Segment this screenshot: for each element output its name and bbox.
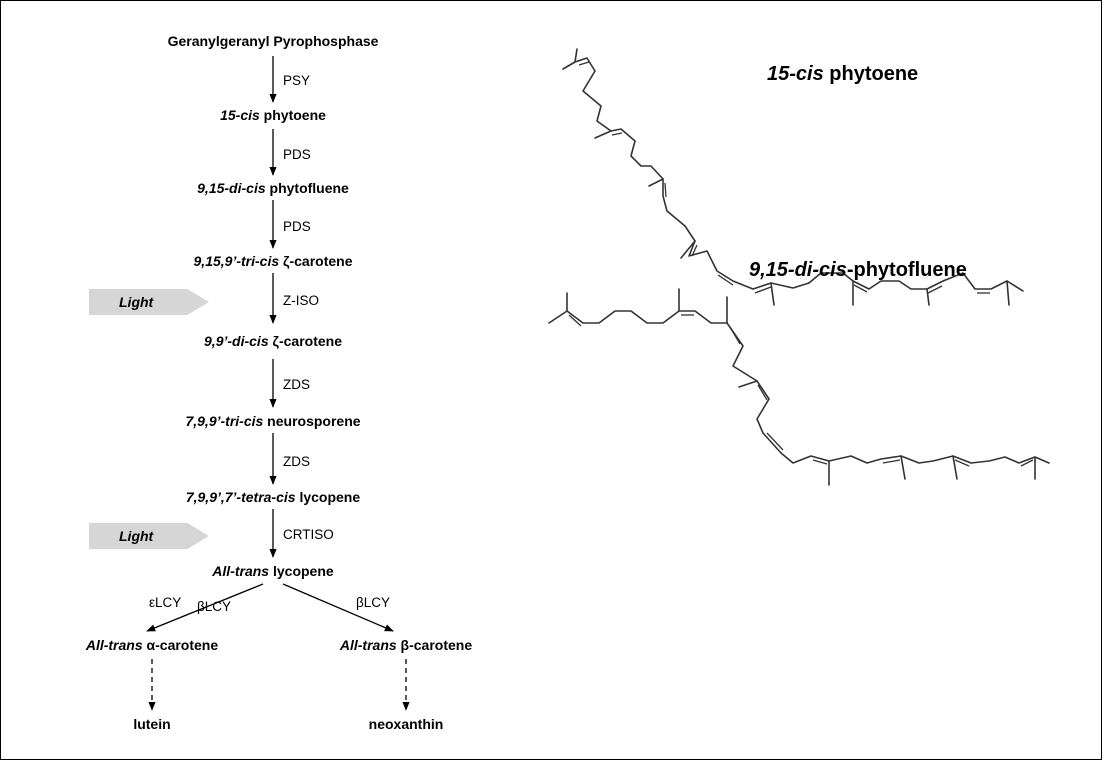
arrow-to-alpha: [146, 583, 264, 632]
phytoene-structure-title: 15-cis phytoene: [767, 63, 919, 85]
phytofluene-structure-title: 9,15-di-cis-phytofluene: [749, 259, 967, 281]
enzyme-beta-lcy-left: βLCY: [197, 599, 232, 614]
compound-all-trans-beta-carotene: All-trans β-carotene: [339, 637, 473, 653]
compound-15-cis-phytoene: 15-cis phytoene: [220, 107, 326, 123]
enzyme-z-iso: Z-ISO: [283, 293, 319, 308]
light-arrow: Light: [89, 289, 209, 315]
light-arrow: Light: [89, 523, 209, 549]
compound-all-trans-lycopene: All-trans lycopene: [212, 563, 334, 579]
compound-all-trans-alpha-carotene: All-trans α-carotene: [85, 637, 219, 653]
enzyme-epsilon-lcy: εLCY: [149, 595, 182, 610]
enzyme-beta-lcy-right: βLCY: [356, 595, 391, 610]
compound-lutein: lutein: [133, 716, 171, 732]
compound-neoxanthin: neoxanthin: [368, 716, 444, 732]
enzyme-crtiso: CRTISO: [283, 527, 334, 542]
compound-tetra-cis-lycopene: 7,9,9’,7’-tetra-cis lycopene: [185, 489, 361, 505]
enzyme-psy: PSY: [283, 73, 311, 88]
compound-9-9-di-cis-zeta-carotene: 9,9’-di-cis ζ-carotene: [204, 333, 342, 349]
compound-9-15-di-cis-phytofluene: 9,15-di-cis phytofluene: [197, 180, 349, 196]
enzyme-zds-1: ZDS: [283, 377, 310, 392]
compound-9-15-9-tri-cis-zeta-carotene: 9,15,9’-tri-cis ζ-carotene: [193, 253, 353, 269]
enzyme-pds-1: PDS: [283, 147, 311, 162]
compound-ggpp: Geranylgeranyl Pyrophosphase: [167, 33, 379, 49]
enzyme-pds-2: PDS: [283, 219, 311, 234]
compound-7-9-9-tri-cis-neurosporene: 7,9,9’-tri-cis neurosporene: [185, 413, 361, 429]
arrow-to-beta: [282, 583, 394, 632]
enzyme-zds-2: ZDS: [283, 454, 310, 469]
